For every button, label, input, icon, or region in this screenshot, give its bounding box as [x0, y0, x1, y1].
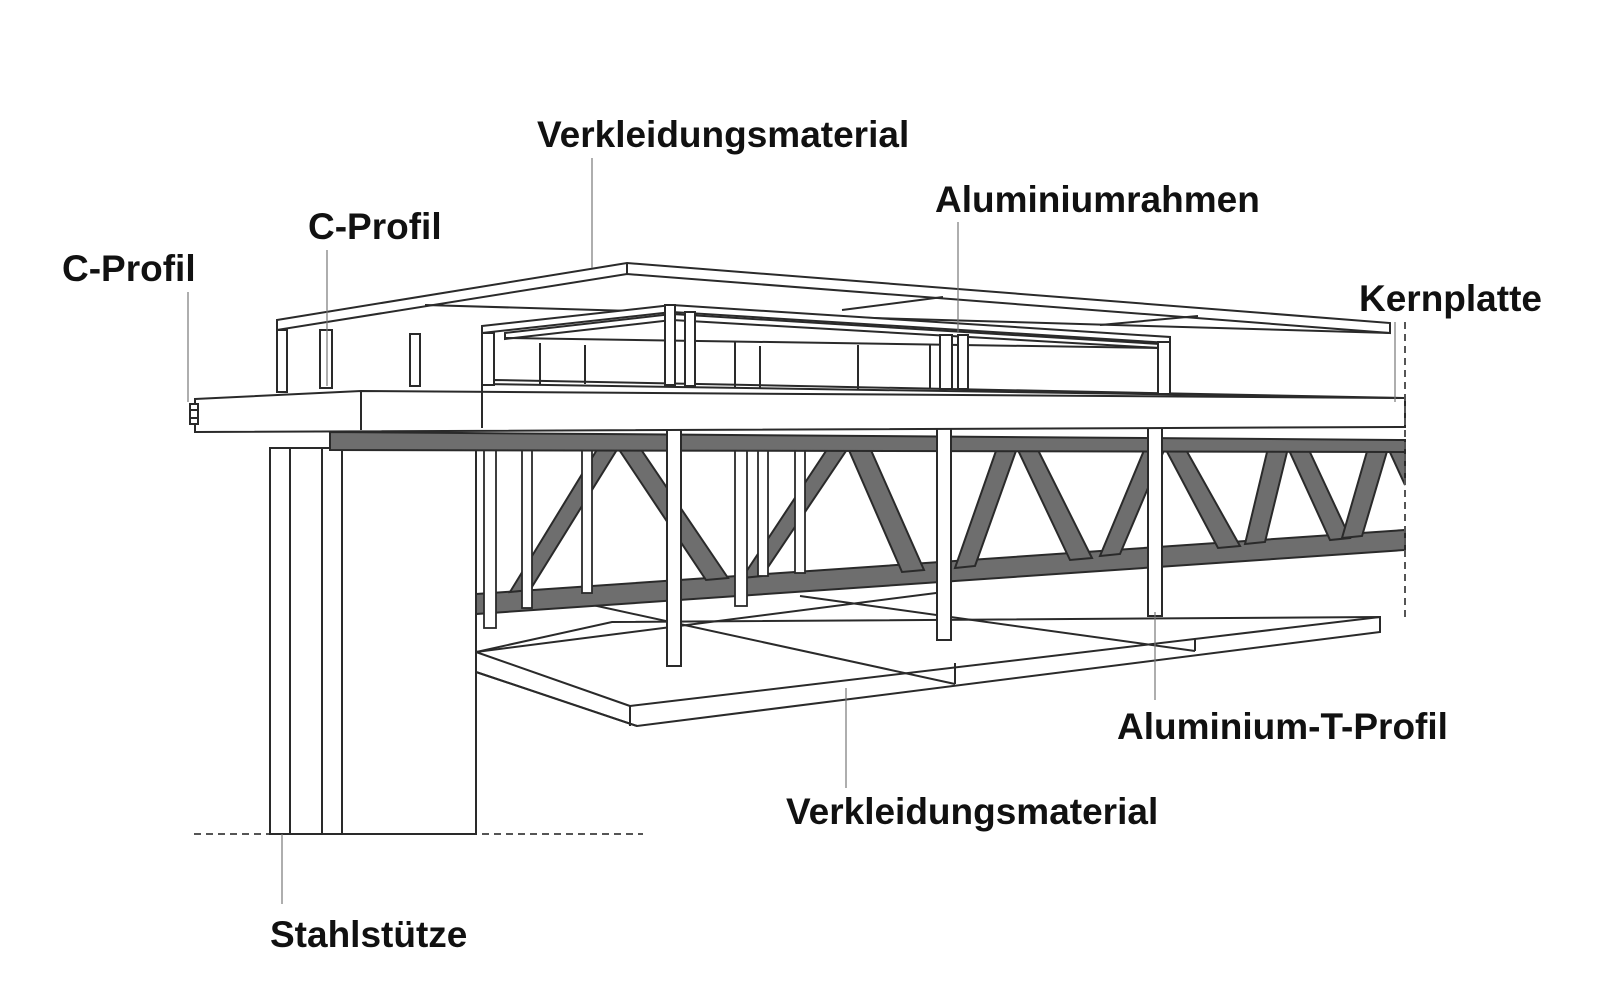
label-aluminium-frame: Aluminiumrahmen: [935, 179, 1260, 220]
label-cladding-top: Verkleidungsmaterial: [537, 114, 910, 155]
leader-lines: [187, 158, 1396, 904]
truss-rear-verticals: [483, 447, 806, 629]
core-panel: [189, 378, 1406, 434]
truss-top-chord: [329, 430, 1406, 454]
label-c-profile-mid: C-Profil: [308, 206, 442, 247]
label-aluminium-t-profile: Aluminium-T-Profil: [1117, 706, 1448, 747]
label-core-panel: Kernplatte: [1359, 278, 1542, 319]
bottom-cladding-panels: [475, 591, 1381, 728]
aluminium-frame: [481, 303, 1171, 395]
top-slab-verticals: [276, 329, 421, 393]
label-c-profile-left: C-Profil: [62, 248, 196, 289]
label-steel-column: Stahlstütze: [270, 914, 468, 955]
label-cladding-bottom: Verkleidungsmaterial: [786, 791, 1159, 832]
steel-column: [269, 447, 477, 835]
